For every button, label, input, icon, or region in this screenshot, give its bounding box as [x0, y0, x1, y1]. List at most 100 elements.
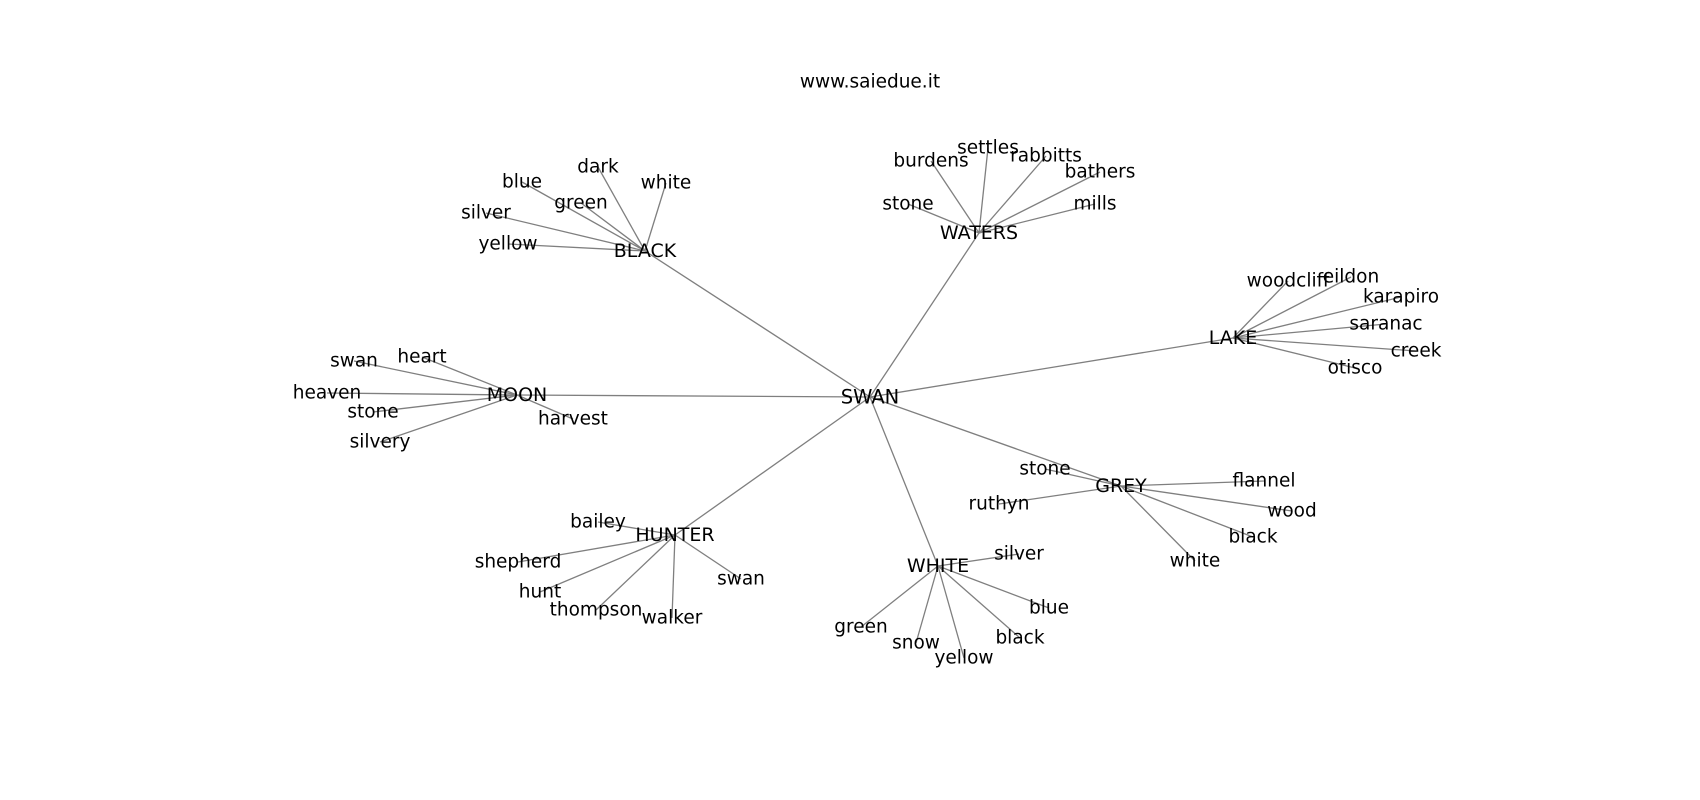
leaf-node-black-blue: blue — [502, 172, 542, 193]
leaf-node-moon-silvery: silvery — [350, 432, 411, 453]
site-url: www.saiedue.it — [800, 72, 940, 93]
edge-black-green — [580, 202, 646, 252]
edge-grey-white — [1120, 485, 1196, 562]
edge-grey-wood — [1120, 485, 1293, 512]
edge-moon-silvery — [379, 394, 518, 443]
edge-waters-settles — [978, 147, 989, 234]
edge-lake-otisco — [1232, 337, 1356, 369]
edge-swan-lake — [869, 337, 1234, 398]
edge-lake-eildon — [1232, 276, 1352, 339]
leaf-node-white-silver: silver — [994, 544, 1044, 565]
edge-grey-stone — [1044, 468, 1122, 487]
edge-moon-heart — [421, 356, 518, 396]
hub-node-grey: GREY — [1095, 475, 1147, 497]
edge-grey-ruthyn — [998, 485, 1122, 505]
edge-black-silver — [485, 212, 646, 252]
edge-black-yellow — [507, 243, 646, 252]
hub-node-moon: MOON — [487, 384, 548, 406]
center-node-swan: SWAN — [841, 386, 900, 409]
edge-swan-hunter — [674, 396, 871, 536]
edge-swan-moon — [516, 394, 871, 398]
leaf-node-moon-harvest: harvest — [538, 409, 608, 430]
leaf-node-lake-otisco: otisco — [1328, 358, 1383, 379]
edge-waters-rabbitts — [978, 155, 1047, 234]
leaf-node-grey-white: white — [1170, 551, 1221, 572]
edge-black-blue — [521, 181, 646, 252]
leaf-node-waters-mills: mills — [1073, 194, 1116, 215]
edge-waters-burdens — [930, 160, 980, 234]
edge-moon-swan — [353, 360, 518, 396]
leaf-node-black-yellow: yellow — [478, 234, 537, 255]
leaf-node-white-snow: snow — [892, 633, 940, 654]
hub-node-black: BLACK — [614, 240, 677, 262]
edge-lake-saranac — [1232, 323, 1387, 339]
edge-white-green — [860, 565, 939, 628]
leaf-node-black-dark: dark — [577, 157, 619, 178]
edge-hunter-swan — [674, 534, 742, 580]
leaf-node-waters-burdens: burdens — [893, 151, 968, 172]
edge-moon-stone — [372, 394, 518, 413]
leaf-node-moon-heaven: heaven — [293, 383, 362, 404]
leaf-node-lake-woodcliff: woodcliff — [1247, 271, 1331, 292]
leaf-node-white-yellow: yellow — [934, 648, 993, 669]
leaf-node-hunter-shepherd: shepherd — [475, 552, 562, 573]
leaf-node-grey-black: black — [1228, 527, 1277, 548]
edge-lake-creek — [1232, 337, 1417, 352]
leaf-node-grey-flannel: flannel — [1233, 471, 1296, 492]
edge-lake-karapiro — [1232, 296, 1402, 339]
hub-node-hunter: HUNTER — [635, 524, 714, 546]
edge-waters-stone — [907, 203, 980, 234]
hub-node-waters: WATERS — [940, 222, 1018, 244]
graph-edges — [326, 147, 1417, 659]
leaf-node-black-silver: silver — [461, 203, 511, 224]
leaf-node-lake-eildon: eildon — [1323, 267, 1379, 288]
edge-hunter-shepherd — [517, 534, 676, 563]
leaf-node-waters-stone: stone — [882, 194, 933, 215]
leaf-node-white-black: black — [995, 628, 1044, 649]
leaf-node-moon-stone: stone — [347, 402, 398, 423]
leaf-node-moon-heart: heart — [397, 347, 446, 368]
edge-swan-grey — [869, 396, 1122, 487]
leaf-node-waters-bathers: bathers — [1065, 162, 1136, 183]
leaf-node-hunter-thompson: thompson — [550, 600, 643, 621]
edge-white-snow — [915, 565, 939, 644]
leaf-node-hunter-swan: swan — [717, 569, 765, 590]
edge-moon-heaven — [326, 392, 518, 396]
edge-white-blue — [937, 565, 1050, 609]
leaf-node-waters-rabbitts: rabbitts — [1010, 146, 1082, 167]
leaf-node-moon-swan: swan — [330, 351, 378, 372]
edge-moon-harvest — [516, 394, 574, 420]
leaf-node-hunter-bailey: bailey — [570, 512, 626, 533]
leaf-node-black-green: green — [554, 193, 607, 214]
edge-waters-mills — [978, 203, 1096, 234]
leaf-node-hunter-walker: walker — [642, 608, 703, 629]
leaf-node-waters-settles: settles — [957, 138, 1019, 159]
edge-grey-black — [1120, 485, 1254, 538]
edge-hunter-walker — [671, 534, 676, 619]
edge-swan-white — [869, 396, 939, 567]
hub-node-white: WHITE — [907, 555, 969, 577]
leaf-node-white-green: green — [834, 617, 887, 638]
edge-hunter-bailey — [597, 521, 676, 536]
leaf-node-grey-wood: wood — [1267, 501, 1317, 522]
edge-white-silver — [937, 553, 1020, 567]
edge-grey-flannel — [1120, 480, 1265, 487]
leaf-node-lake-creek: creek — [1391, 341, 1442, 362]
edge-white-yellow — [937, 565, 965, 659]
leaf-node-hunter-hunt: hunt — [519, 582, 561, 603]
edge-hunter-thompson — [595, 534, 676, 611]
leaf-node-lake-saranac: saranac — [1349, 314, 1422, 335]
edge-hunter-hunt — [539, 534, 676, 593]
hub-node-lake: LAKE — [1209, 327, 1257, 349]
leaf-node-grey-ruthyn: ruthyn — [969, 494, 1030, 515]
edge-black-white — [644, 182, 667, 252]
edge-lake-woodcliff — [1232, 280, 1289, 339]
leaf-node-black-white: white — [641, 173, 692, 194]
leaf-node-white-blue: blue — [1029, 598, 1069, 619]
edge-waters-bathers — [978, 171, 1101, 234]
leaf-node-lake-karapiro: karapiro — [1363, 287, 1439, 308]
edge-white-black — [937, 565, 1021, 639]
edge-swan-black — [644, 250, 871, 398]
edge-swan-waters — [869, 232, 980, 398]
